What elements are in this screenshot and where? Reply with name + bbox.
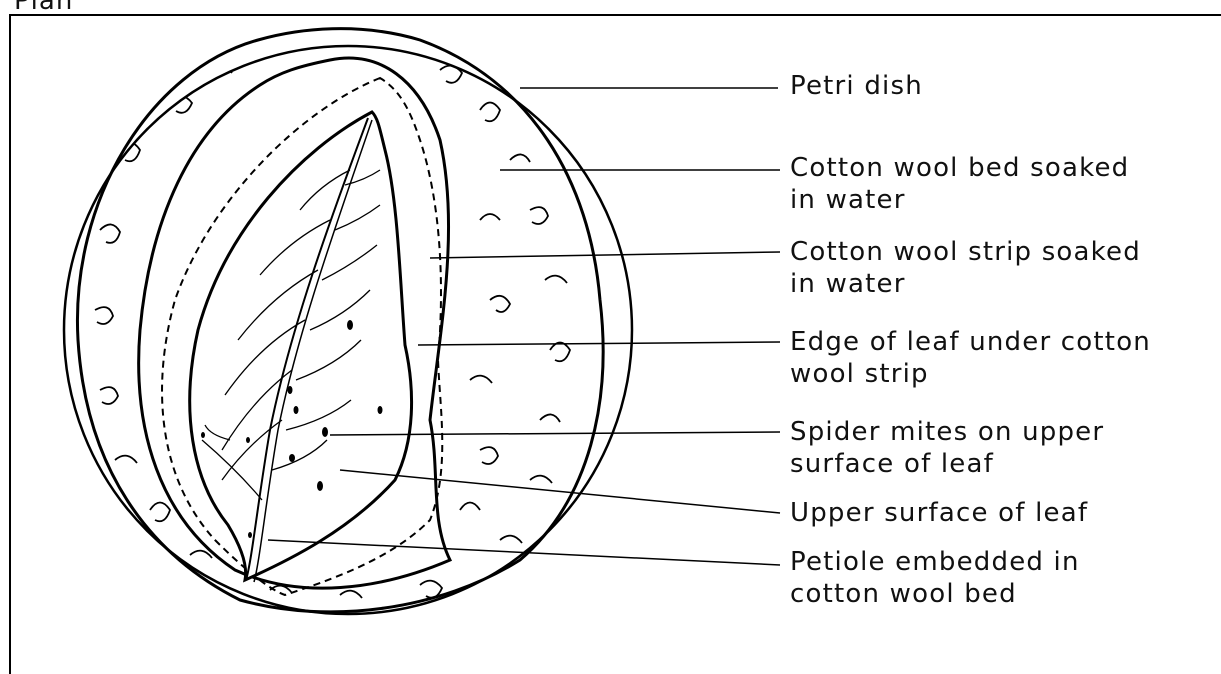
label-petiole: Petiole embedded incotton wool bed <box>790 546 1080 610</box>
label-spider-mites: Spider mites on uppersurface of leaf <box>790 416 1104 480</box>
label-leaf-edge: Edge of leaf under cottonwool strip <box>790 326 1151 390</box>
label-upper-surface: Upper surface of leaf <box>790 497 1088 529</box>
label-cotton-wool-strip: Cotton wool strip soakedin water <box>790 236 1141 300</box>
label-petri-dish: Petri dish <box>790 70 923 102</box>
label-cotton-wool-bed: Cotton wool bed soakedin water <box>790 152 1129 216</box>
